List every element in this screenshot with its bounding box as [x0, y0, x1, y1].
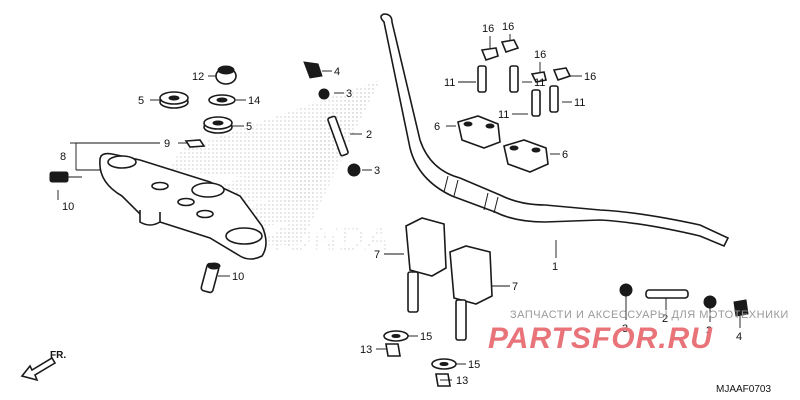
honda-logo-text: HONDA — [258, 220, 391, 258]
lower-holder-left — [405, 217, 447, 313]
handlebar — [380, 13, 730, 248]
bolt-10-upper — [49, 171, 82, 183]
callout-3-lower-b: 3 — [706, 325, 712, 337]
callout-5-upper: 5 — [138, 95, 144, 107]
honda-wing-watermark: HONDA — [170, 80, 391, 258]
callout-7-left: 7 — [374, 249, 380, 261]
callout-11-c: 11 — [498, 109, 509, 121]
callout-16-b: 16 — [502, 21, 514, 33]
front-arrow-icon — [20, 356, 57, 382]
shop-watermark-logo: PARTSFOR.RU — [488, 322, 713, 355]
callout-8: 8 — [60, 151, 66, 163]
callout-16-d: 16 — [584, 71, 596, 83]
callout-3-upper-b: 3 — [374, 165, 380, 177]
shop-watermark-caption: ЗАПЧАСТИ И АКСЕССУАРЫ ДЛЯ МОТОТЕХНИКИ — [510, 309, 789, 321]
callout-6-right: 6 — [562, 149, 568, 161]
holder-bolts — [477, 39, 572, 117]
callout-7-right: 7 — [512, 281, 518, 293]
front-label: FR. — [50, 350, 66, 361]
top-bridge — [99, 152, 267, 260]
callout-4-upper: 4 — [334, 66, 340, 78]
callout-5-lower: 5 — [246, 121, 252, 133]
bolt-10-lower — [200, 262, 221, 294]
callout-13-left: 13 — [360, 344, 372, 356]
diagram-code: MJAAF0703 — [716, 384, 771, 395]
callout-13-right: 13 — [456, 375, 468, 387]
callout-12: 12 — [192, 71, 204, 83]
callout-15-right: 15 — [468, 359, 480, 371]
callout-4-lower: 4 — [736, 331, 742, 343]
callout-labels: 1 2 2 3 3 3 3 4 4 5 5 6 6 7 7 8 9 10 10 … — [60, 21, 742, 387]
bar-end-parts-upper — [303, 61, 361, 177]
front-direction-indicator: FR. — [20, 350, 66, 382]
upper-holder-right — [503, 139, 549, 173]
callout-11-a: 11 — [444, 77, 455, 89]
leader-lines — [57, 34, 741, 381]
washer-set — [159, 65, 237, 148]
callout-3-lower-a: 3 — [622, 323, 628, 335]
callout-2-upper: 2 — [366, 129, 372, 141]
shop-watermark: ЗАПЧАСТИ И АКСЕССУАРЫ ДЛЯ МОТОТЕХНИКИ PA… — [488, 309, 789, 355]
callout-2-lower: 2 — [662, 313, 668, 325]
callout-16-c: 16 — [534, 49, 546, 61]
upper-holder-left — [457, 115, 501, 149]
callout-1: 1 — [552, 261, 558, 273]
callout-11-b: 11 — [534, 77, 545, 89]
callout-10-upper: 10 — [62, 201, 74, 213]
callout-15-left: 15 — [420, 331, 432, 343]
callout-10-lower: 10 — [232, 271, 244, 283]
callout-11-d: 11 — [574, 97, 585, 109]
callout-14: 14 — [248, 95, 260, 107]
callout-6-left: 6 — [434, 121, 440, 133]
callout-9: 9 — [164, 138, 170, 150]
callout-16-a: 16 — [482, 23, 494, 35]
callout-3-upper-a: 3 — [346, 88, 352, 100]
lower-holder-right — [449, 245, 493, 341]
